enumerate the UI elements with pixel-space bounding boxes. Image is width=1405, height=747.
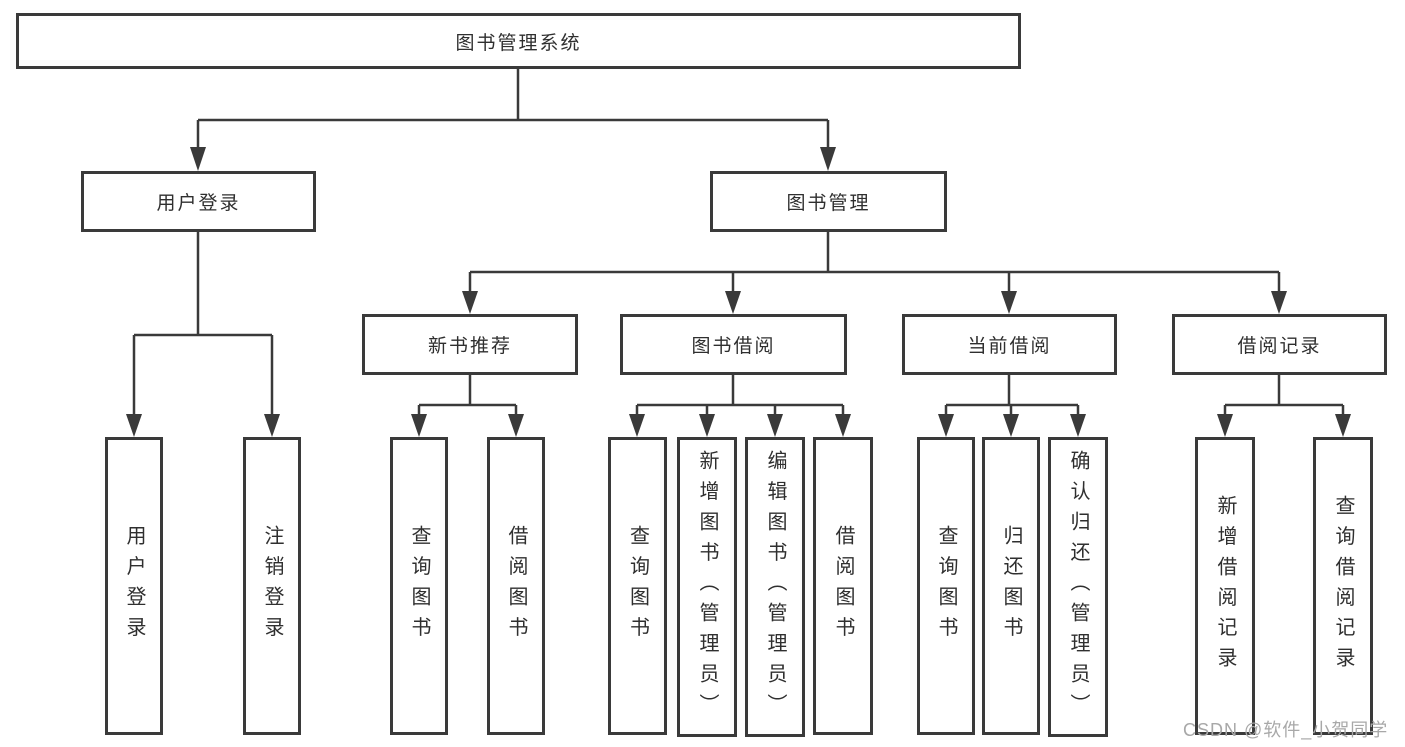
connector-root-to-level2 [196, 69, 830, 150]
arrowhead [190, 147, 206, 171]
leaf-add-borrow-record: 新增借阅记录 [1195, 437, 1255, 735]
arrowhead [938, 414, 954, 437]
leaf-logout: 注销登录 [243, 437, 301, 735]
node-borrow-records: 借阅记录 [1172, 314, 1387, 375]
leaf-query-books-borrow: 查询图书 [608, 437, 667, 735]
connector-bookmgmt-to-level3 [468, 232, 1281, 293]
leaf-user-login: 用户登录 [105, 437, 163, 735]
connector-records-to-leaves [1223, 375, 1345, 416]
arrowhead [1217, 414, 1233, 437]
leaf-query-books-current: 查询图书 [917, 437, 975, 735]
arrowhead [1335, 414, 1351, 437]
arrowhead [1070, 414, 1086, 437]
leaf-return-books: 归还图书 [982, 437, 1040, 735]
arrowhead [820, 147, 836, 171]
leaf-confirm-return-admin: 确认归还（管理员） [1048, 437, 1108, 737]
leaf-edit-books-admin: 编辑图书（管理员） [745, 437, 805, 737]
arrowhead [508, 414, 524, 437]
node-current-borrow: 当前借阅 [902, 314, 1117, 375]
watermark: CSDN @软件_小贺同学 [1183, 720, 1389, 740]
arrowhead [462, 291, 478, 314]
connector-borrow-to-leaves [635, 375, 845, 416]
leaf-add-books-admin: 新增图书（管理员） [677, 437, 737, 737]
node-new-book-recommend: 新书推荐 [362, 314, 578, 375]
arrowhead [1271, 291, 1287, 314]
leaf-borrow-books-recommend: 借阅图书 [487, 437, 545, 735]
connector-newbook-to-leaves [417, 375, 518, 416]
arrowhead [126, 414, 142, 437]
connector-current-to-leaves [944, 375, 1080, 416]
arrowhead [725, 291, 741, 314]
arrowhead [1001, 291, 1017, 314]
node-user-login: 用户登录 [81, 171, 316, 232]
arrowhead [629, 414, 645, 437]
leaf-borrow-books: 借阅图书 [813, 437, 873, 735]
arrowhead [264, 414, 280, 437]
node-book-borrow: 图书借阅 [620, 314, 847, 375]
leaf-query-borrow-record: 查询借阅记录 [1313, 437, 1373, 735]
connector-userlogin-to-leaves [132, 232, 274, 416]
arrowhead [835, 414, 851, 437]
arrowhead [767, 414, 783, 437]
node-book-management: 图书管理 [710, 171, 947, 232]
arrowhead [411, 414, 427, 437]
arrowhead [699, 414, 715, 437]
arrowhead [1003, 414, 1019, 437]
node-library-system: 图书管理系统 [16, 13, 1021, 69]
leaf-query-books-recommend: 查询图书 [390, 437, 448, 735]
